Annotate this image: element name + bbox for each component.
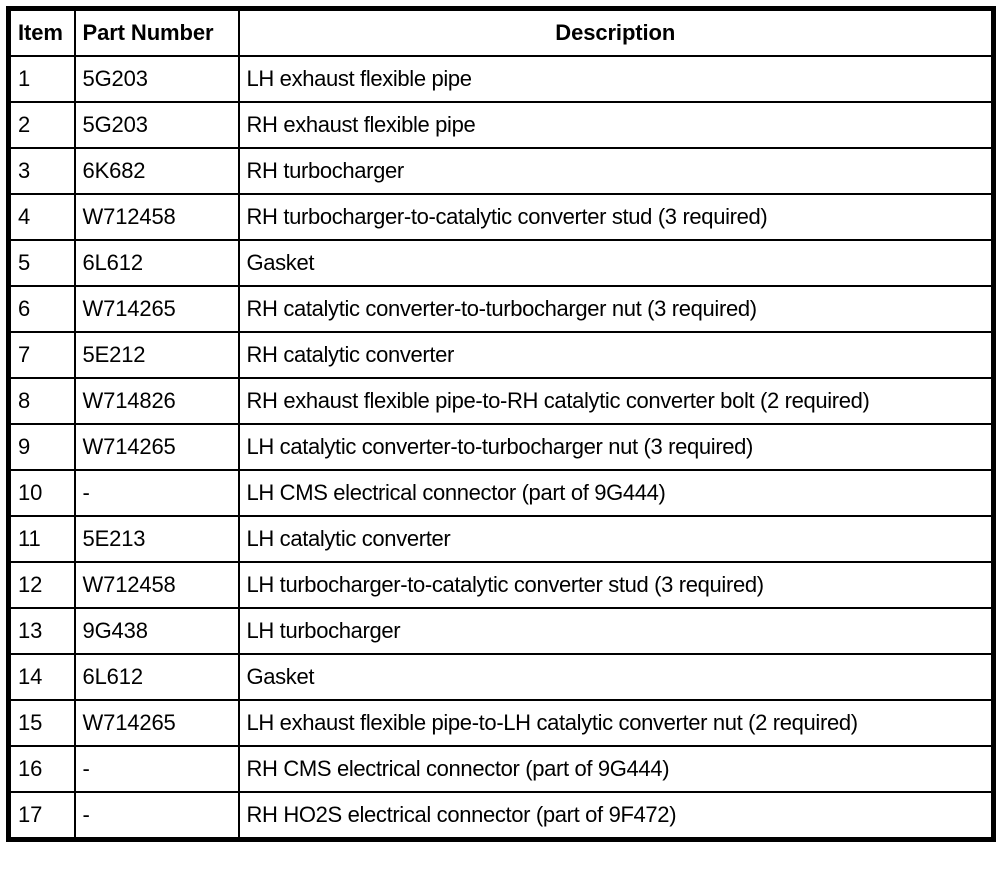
cell-item: 17 [7,791,76,841]
cell-part-number: 5G203 [73,101,240,149]
cell-description: RH catalytic converter-to-turbocharger n… [237,285,995,333]
cell-part-number: 5G203 [73,55,240,103]
cell-part-number: W712458 [73,561,240,609]
cell-description: LH turbocharger-to-catalytic converter s… [237,561,995,609]
cell-description: RH turbocharger [237,147,995,195]
cell-description: LH exhaust flexible pipe [237,55,995,103]
cell-part-number: W714265 [73,285,240,333]
cell-part-number: 6L612 [73,239,240,287]
cell-description: RH HO2S electrical connector (part of 9F… [237,791,995,841]
cell-item: 3 [7,147,76,195]
cell-description: Gasket [237,653,995,701]
column-header-item: Item [7,7,76,57]
cell-item: 10 [7,469,76,517]
cell-item: 1 [7,55,76,103]
cell-part-number: 5E212 [73,331,240,379]
cell-item: 4 [7,193,76,241]
cell-item: 14 [7,653,76,701]
cell-description: RH exhaust flexible pipe-to-RH catalytic… [237,377,995,425]
cell-item: 2 [7,101,76,149]
cell-item: 16 [7,745,76,793]
cell-part-number: - [73,469,240,517]
cell-item: 6 [7,285,76,333]
column-header-description: Description [237,7,995,57]
cell-item: 7 [7,331,76,379]
cell-part-number: W714265 [73,699,240,747]
cell-item: 5 [7,239,76,287]
cell-description: LH catalytic converter-to-turbocharger n… [237,423,995,471]
cell-description: RH catalytic converter [237,331,995,379]
cell-part-number: 6L612 [73,653,240,701]
table-header-row: Item Part Number Description [7,7,995,57]
cell-item: 9 [7,423,76,471]
table-row: 10-LH CMS electrical connector (part of … [7,469,995,517]
column-header-part-number: Part Number [73,7,240,57]
cell-part-number: 6K682 [73,147,240,195]
cell-item: 13 [7,607,76,655]
cell-part-number: 9G438 [73,607,240,655]
cell-part-number: W712458 [73,193,240,241]
cell-part-number: - [73,745,240,793]
cell-description: LH CMS electrical connector (part of 9G4… [237,469,995,517]
cell-item: 8 [7,377,76,425]
cell-description: RH turbocharger-to-catalytic converter s… [237,193,995,241]
table-row: 17-RH HO2S electrical connector (part of… [7,791,995,841]
cell-item: 12 [7,561,76,609]
cell-description: LH turbocharger [237,607,995,655]
cell-description: Gasket [237,239,995,287]
cell-part-number: 5E213 [73,515,240,563]
cell-part-number: W714826 [73,377,240,425]
cell-item: 11 [7,515,76,563]
table-row: 16-RH CMS electrical connector (part of … [7,745,995,793]
cell-description: RH exhaust flexible pipe [237,101,995,149]
cell-part-number: - [73,791,240,841]
table-header: Item Part Number Description [7,7,995,57]
cell-description: LH catalytic converter [237,515,995,563]
cell-item: 15 [7,699,76,747]
cell-description: LH exhaust flexible pipe-to-LH catalytic… [237,699,995,747]
cell-part-number: W714265 [73,423,240,471]
cell-description: RH CMS electrical connector (part of 9G4… [237,745,995,793]
